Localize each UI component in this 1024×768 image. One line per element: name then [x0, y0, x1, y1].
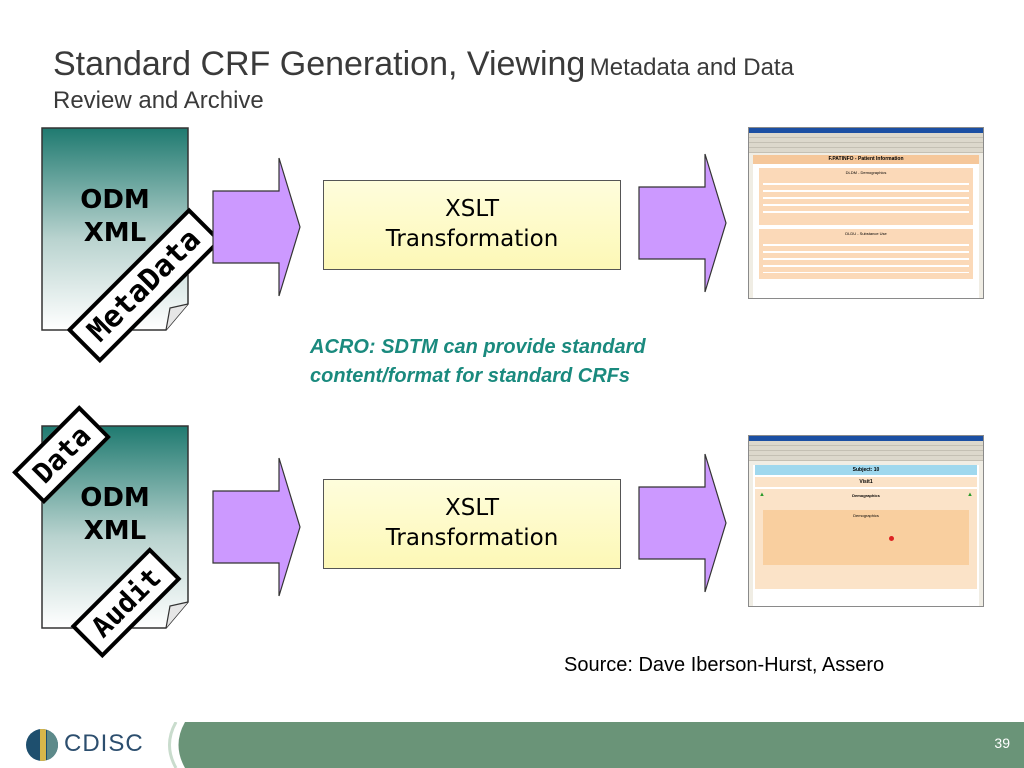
xslt-line2: Transformation	[385, 525, 559, 551]
browser-titlebar	[749, 128, 983, 133]
crf-screenshot-top: F.PATINFO - Patient Information DLDM - D…	[748, 127, 984, 299]
doc-label-line1: ODM	[80, 483, 150, 513]
doc-label-line2: XML	[83, 217, 147, 248]
doc-label-line1: ODM	[80, 185, 150, 215]
doc-label-line2: XML	[83, 515, 147, 546]
cdisc-logo-icon	[26, 729, 58, 761]
title-sub2: Review and Archive	[53, 86, 264, 114]
odm-xml-label-top: ODM XML	[42, 184, 188, 249]
subject-header: Subject: 10	[755, 465, 977, 475]
arrow-top-right	[638, 153, 727, 293]
xslt-box-top: XSLT Transformation	[323, 180, 621, 270]
footer-band	[168, 722, 1024, 768]
title-main: Standard CRF Generation, Viewing	[53, 45, 586, 83]
demographics-inner: Demographics	[763, 510, 969, 565]
alert-icon	[889, 536, 894, 541]
crf-header-top: F.PATINFO - Patient Information	[753, 155, 979, 164]
xslt-line1: XSLT	[444, 495, 500, 522]
slide-title: Standard CRF Generation, Viewing Metadat…	[53, 44, 993, 116]
arrow-bottom-right	[638, 453, 727, 593]
visit-header: Visit1	[755, 477, 977, 487]
xslt-line1: XSLT	[444, 196, 500, 223]
xslt-line2: Transformation	[385, 226, 559, 252]
note-line2: content/format for standard CRFs	[310, 365, 631, 387]
arrow-bottom-left	[212, 457, 301, 597]
xslt-box-bottom: XSLT Transformation	[323, 479, 621, 569]
crf-screenshot-bottom: Subject: 10 Visit1 Demographics ▲ ▲ Demo…	[748, 435, 984, 607]
browser-titlebar	[749, 436, 983, 441]
title-sub1: Metadata and Data	[589, 54, 794, 81]
source-credit: Source: Dave Iberson-Hurst, Assero	[564, 654, 885, 676]
note-line1: ACRO: SDTM can provide standard	[310, 336, 646, 358]
expand-icon: ▲	[967, 492, 973, 498]
demographics-panel: Demographics ▲ ▲ Demographics	[755, 489, 977, 589]
expand-icon: ▲	[759, 492, 765, 498]
acro-note: ACRO: SDTM can provide standard content/…	[310, 333, 646, 391]
crf-section-demographics: DLDM - Demographics	[759, 168, 973, 225]
page-number: 39	[994, 735, 1010, 751]
cdisc-logo-text: CDISC	[64, 730, 144, 757]
arrow-top-left	[212, 157, 301, 297]
odm-xml-label-bottom: ODM XML	[42, 482, 188, 547]
crf-section-substance: DLDU - Substance Use	[759, 229, 973, 279]
